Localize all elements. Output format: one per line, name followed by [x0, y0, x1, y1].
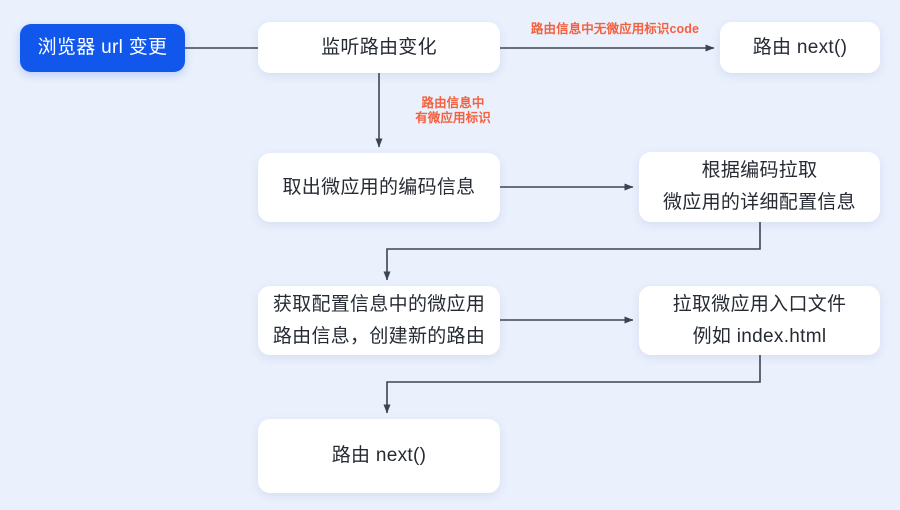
flow-node-next_bottom[interactable]: 路由 next()	[258, 419, 500, 493]
flow-edge-fetch_conf-to-create_rt	[383, 222, 761, 281]
flow-node-extract[interactable]: 取出微应用的编码信息	[258, 153, 500, 222]
flow-node-create_rt[interactable]: 获取配置信息中的微应用 路由信息，创建新的路由	[258, 286, 500, 355]
flow-label-has-code: 路由信息中 有微应用标识	[415, 96, 491, 125]
flow-node-start[interactable]: 浏览器 url 变更	[20, 24, 185, 72]
flow-edge-fetch_entry-to-next_bottom	[383, 355, 761, 414]
flow-node-next_top[interactable]: 路由 next()	[720, 22, 880, 73]
flow-label-no-code: 路由信息中无微应用标识code	[530, 22, 700, 36]
flow-node-fetch_conf[interactable]: 根据编码拉取 微应用的详细配置信息	[639, 152, 880, 222]
flow-node-fetch_entry[interactable]: 拉取微应用入口文件 例如 index.html	[639, 286, 880, 355]
flow-node-listen[interactable]: 监听路由变化	[258, 22, 500, 73]
